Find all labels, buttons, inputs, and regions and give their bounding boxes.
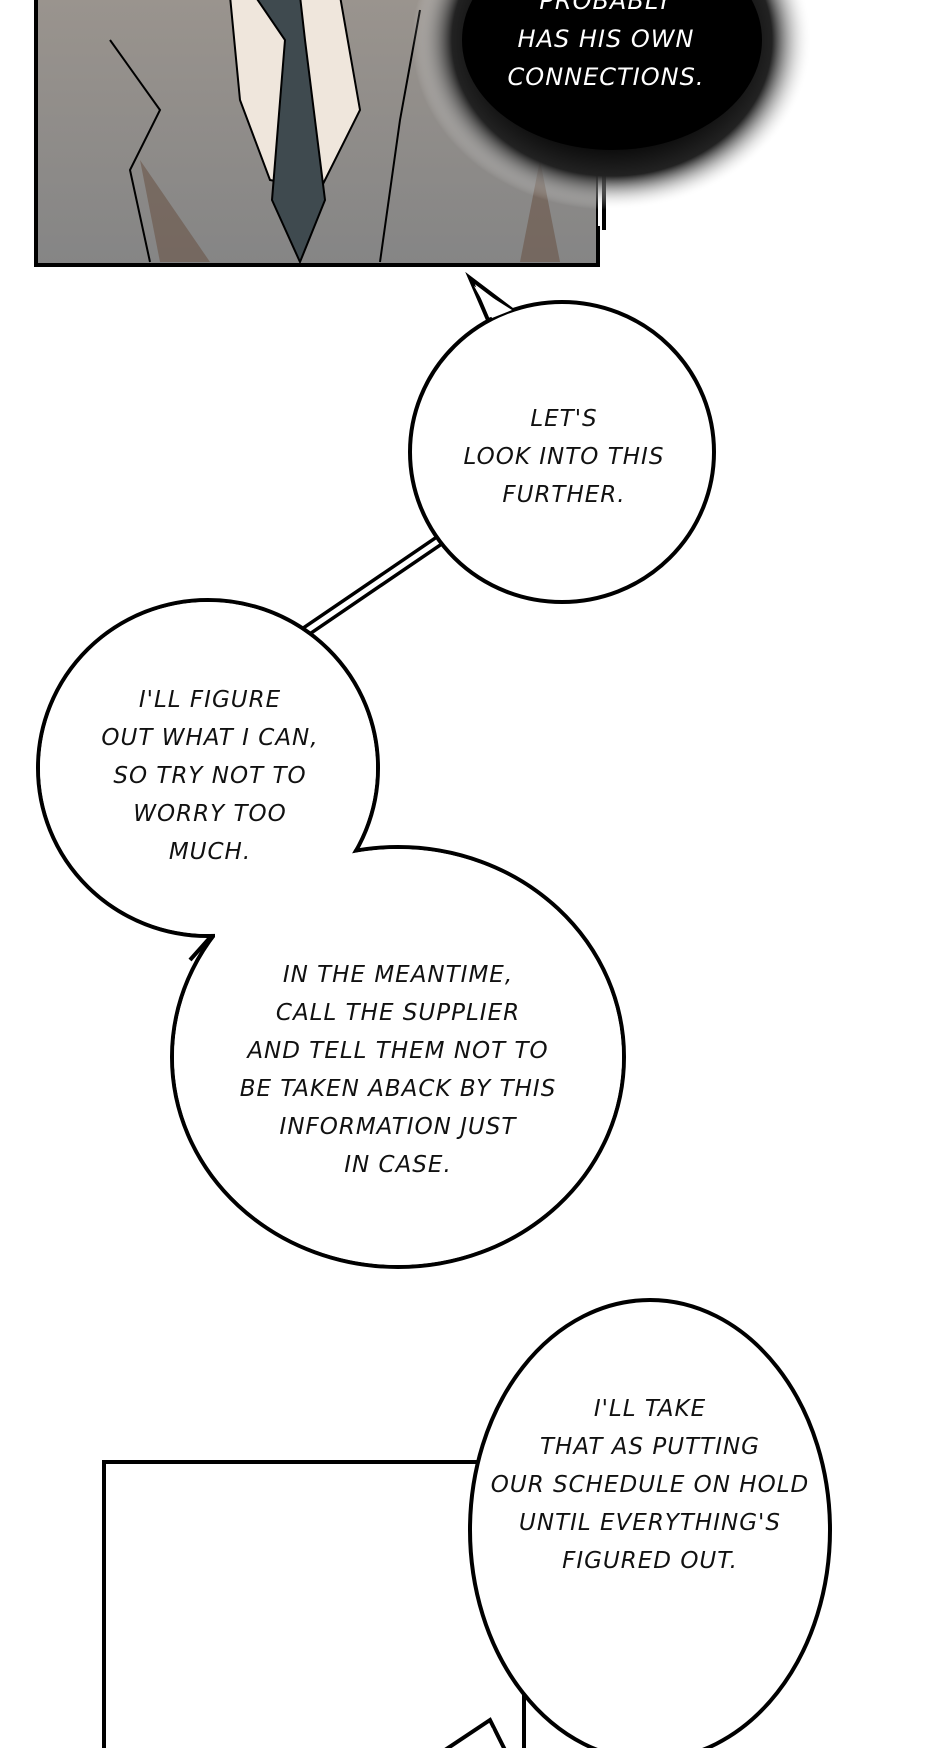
bubble-line: LOOK INTO THIS — [463, 444, 665, 470]
bubble-line: LET'S — [530, 406, 598, 432]
bubble-line: INFORMATION JUST — [279, 1114, 517, 1140]
bubble-line: I'LL TAKE — [593, 1396, 707, 1422]
bubble-line: MUCH. — [168, 839, 252, 865]
bubble-line: FURTHER. — [502, 482, 626, 508]
bubble-line: FIGURED OUT. — [562, 1548, 738, 1574]
burst-bubble — [412, 0, 812, 210]
burst-line: PROBABLY — [539, 0, 673, 15]
bubble-line: I'LL FIGURE — [138, 687, 282, 713]
bubble-line: WORRY TOO — [133, 801, 287, 827]
speech-bubble-3: IN THE MEANTIME, CALL THE SUPPLIER AND T… — [240, 956, 557, 1184]
tie — [256, 0, 327, 265]
burst-line: HAS HIS OWN — [517, 25, 695, 53]
speech-bubble-1: LET'S LOOK INTO THIS FURTHER. — [464, 400, 665, 514]
bubble-line: SO TRY NOT TO — [113, 763, 307, 789]
bubble-line: IN THE MEANTIME, — [282, 962, 514, 988]
bubble-line: BE TAKEN ABACK BY THIS — [239, 1076, 557, 1102]
bubble-line: OUT WHAT I CAN, — [101, 725, 319, 751]
burst-text: PROBABLY HAS HIS OWN CONNECTIONS. — [508, 0, 705, 96]
bubble-line: IN CASE. — [344, 1152, 452, 1178]
speech-bubble-2: I'LL FIGURE OUT WHAT I CAN, SO TRY NOT T… — [101, 681, 318, 871]
bottom-panel — [102, 1460, 526, 1748]
burst-line: CONNECTIONS. — [507, 63, 705, 91]
bubble-line: CALL THE SUPPLIER — [275, 1000, 521, 1026]
speech-bubble-4-shape — [444, 1298, 832, 1748]
bubble-line: UNTIL EVERYTHING'S — [519, 1510, 781, 1536]
speech-bubble-4: I'LL TAKE THAT AS PUTTING OUR SCHEDULE O… — [491, 1390, 809, 1580]
bubble-line: OUR SCHEDULE ON HOLD — [490, 1472, 810, 1498]
speech-bubble-1-shape — [301, 271, 716, 637]
bubble-line: AND TELL THEM NOT TO — [247, 1038, 549, 1064]
speech-bubble-2-3-shape — [36, 598, 626, 1269]
bubble-line: THAT AS PUTTING — [539, 1434, 761, 1460]
